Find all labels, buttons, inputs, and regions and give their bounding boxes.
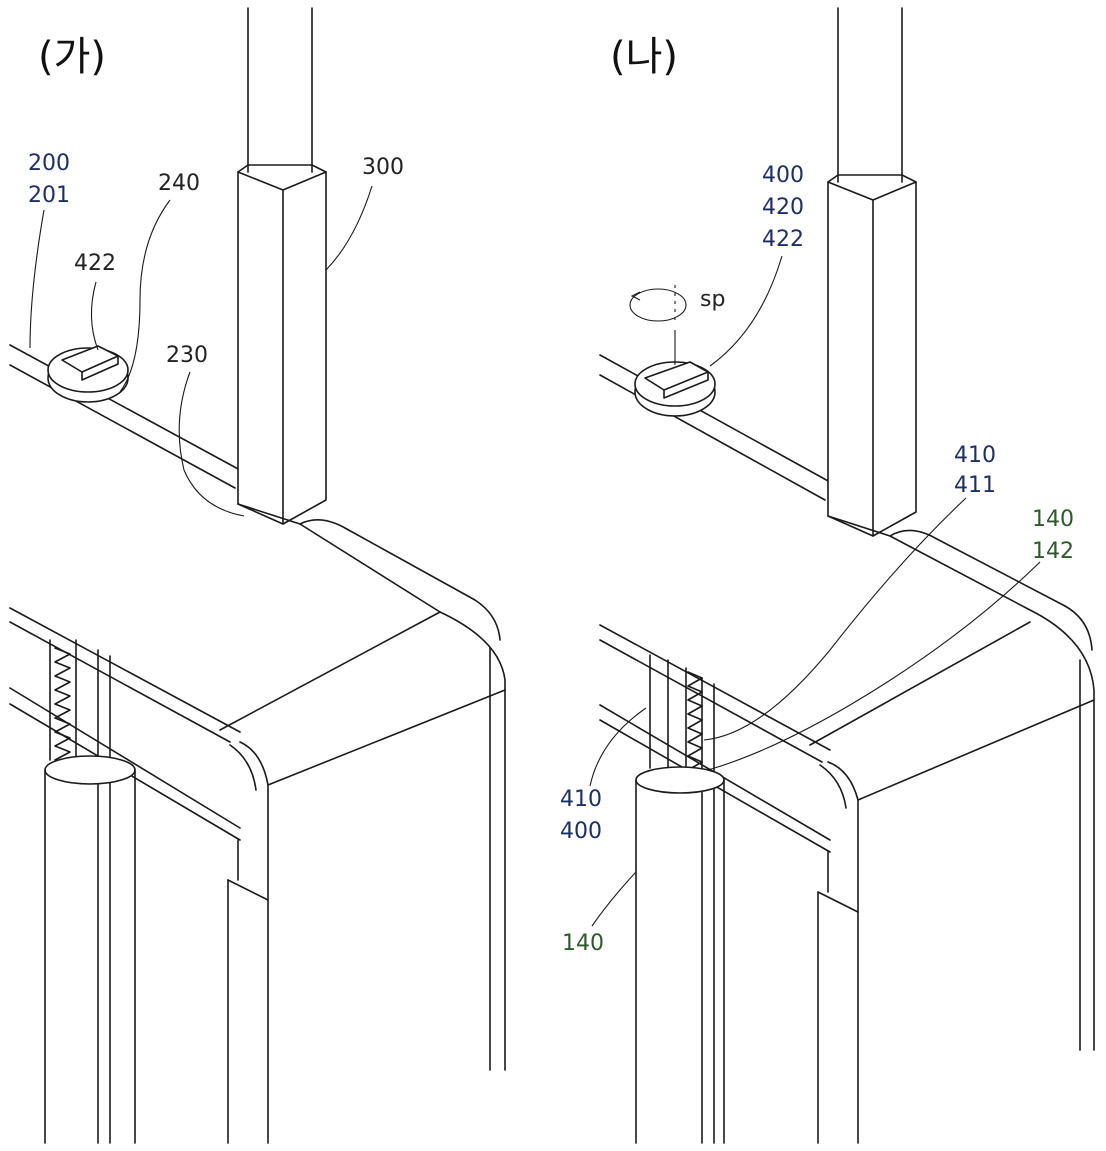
label-422: 422 (74, 251, 116, 276)
label-400-top: 400 (762, 163, 804, 188)
label-300: 300 (362, 155, 404, 180)
left-box (9, 503, 506, 1144)
left-labels: 200 201 240 300 422 230 (28, 151, 404, 517)
leader-422 (90, 281, 99, 351)
label-142: 142 (1032, 539, 1074, 564)
right-labels: 400 420 422 sp 410 411 140 142 410 400 1… (560, 163, 1074, 956)
left-vertical-post (237, 7, 327, 525)
left-knob (47, 345, 129, 403)
left-rack-column (44, 639, 136, 1144)
leader-240 (119, 199, 171, 393)
label-230: 230 (166, 343, 208, 368)
leader-411 (703, 497, 967, 741)
panel-left-title: (가) (38, 34, 106, 80)
label-400-bottom: 400 (560, 819, 602, 844)
label-422-right: 422 (762, 227, 804, 252)
leader-142 (707, 561, 1041, 771)
leader-200 (29, 209, 45, 349)
leader-422-right (709, 255, 783, 367)
right-rack-column (635, 654, 725, 1144)
leader-300 (325, 185, 373, 271)
label-410-bottom: 410 (560, 787, 602, 812)
label-411: 411 (954, 473, 996, 498)
panel-right-title: (나) (610, 34, 678, 80)
label-410-top: 410 (954, 443, 996, 468)
leader-140-bottom (591, 871, 637, 927)
rotation-arrow-icon (629, 288, 687, 322)
label-201: 201 (28, 183, 70, 208)
label-140-top: 140 (1032, 507, 1074, 532)
label-140-bottom: 140 (562, 931, 604, 956)
right-box (599, 515, 1095, 1144)
right-vertical-post (827, 7, 917, 537)
panel-left: (가) (9, 7, 506, 1144)
label-240: 240 (158, 171, 200, 196)
leader-410-bottom (589, 707, 647, 787)
right-top-rail (599, 354, 831, 501)
label-420: 420 (762, 195, 804, 220)
leader-230 (178, 371, 245, 517)
right-knob (629, 280, 716, 417)
label-sp: sp (700, 287, 725, 312)
label-200: 200 (28, 151, 70, 176)
panel-right: (나) (560, 7, 1095, 1144)
